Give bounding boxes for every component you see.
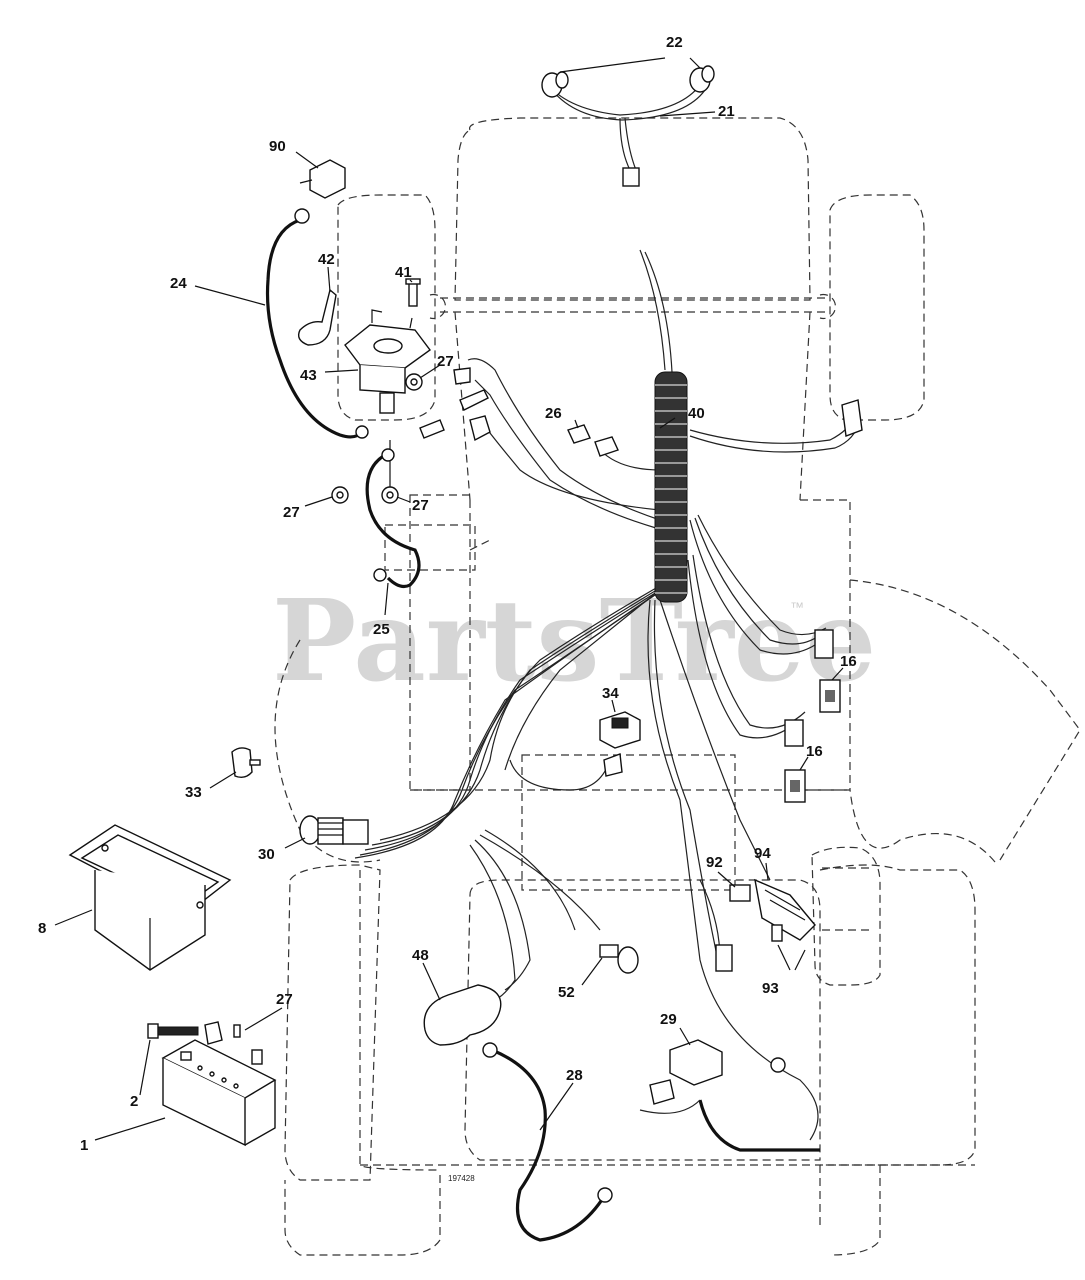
- cable-24-eyelet-lower: [355, 425, 369, 439]
- callout-22: 22: [666, 34, 683, 51]
- callout-26: 26: [545, 405, 562, 422]
- headlight-connector: [622, 167, 640, 187]
- bolt-41: [405, 278, 421, 307]
- nut-27-lower-right-hole: [386, 491, 394, 499]
- headlight-right: [689, 65, 715, 93]
- callout-40: 40: [688, 405, 705, 422]
- callout-2: 2: [130, 1093, 138, 1110]
- switch-16-lower: [784, 719, 806, 803]
- cable-25-eyelet-top: [381, 448, 395, 462]
- callout-29: 29: [660, 1011, 677, 1028]
- solenoid-43: [344, 309, 431, 414]
- callout-27-upper: 27: [437, 353, 454, 370]
- callout-48: 48: [412, 947, 429, 964]
- headlight-left: [541, 71, 569, 98]
- cable-25: [365, 453, 421, 589]
- cable-28-eyelet-top: [482, 1042, 498, 1058]
- fuse-holder: [459, 389, 489, 411]
- cable-24-eyelet: [294, 208, 310, 224]
- relay-part-90: [299, 159, 346, 199]
- ignition-key-33: [231, 747, 261, 779]
- battery-1: [161, 1039, 277, 1147]
- callout-8: 8: [38, 920, 46, 937]
- callout-27-battery: 27: [276, 991, 293, 1008]
- battery-box-8: [68, 824, 232, 971]
- cable-28-eyelet-bottom: [597, 1187, 613, 1203]
- boot-42: [297, 288, 337, 346]
- callout-94: 94: [754, 845, 771, 862]
- callout-28: 28: [566, 1067, 583, 1084]
- callout-16-lower: 16: [806, 743, 823, 760]
- callout-21: 21: [718, 103, 735, 120]
- callout-92: 92: [706, 854, 723, 871]
- connector-26: [567, 424, 619, 457]
- leader-lines: [54, 57, 844, 1141]
- callout-labels: 22 21 90 24 42 41 43 27 27 27 25 26 40 1…: [38, 34, 857, 1154]
- callout-1: 1: [80, 1137, 88, 1154]
- callout-25: 25: [373, 621, 390, 638]
- cable-24: [265, 218, 364, 439]
- callout-34: 34: [602, 685, 619, 702]
- terminal-27-battery: [204, 1021, 241, 1045]
- callout-52: 52: [558, 984, 575, 1001]
- nut-27-lower-left-hole: [336, 491, 344, 499]
- callout-90: 90: [269, 138, 286, 155]
- cable-25-eyelet-bottom: [373, 568, 387, 582]
- callout-16-upper: 16: [840, 653, 857, 670]
- callout-24: 24: [170, 275, 187, 292]
- callout-93: 93: [762, 980, 779, 997]
- tractor-outline: [274, 117, 1081, 1256]
- switch-94: [754, 878, 816, 942]
- callout-42: 42: [318, 251, 335, 268]
- bracket: [469, 415, 491, 442]
- cable-28: [491, 1048, 607, 1242]
- connector-92: [715, 884, 751, 972]
- terminal-27: [453, 367, 471, 385]
- ignition-switch-30: [299, 815, 369, 845]
- wire-conduit: [654, 371, 688, 603]
- right-connector: [841, 399, 863, 437]
- nut-27-upper-hole: [410, 378, 418, 386]
- callout-27-left: 27: [283, 504, 300, 521]
- drawing-number: 197428: [448, 1174, 475, 1183]
- module-29: [649, 1039, 786, 1105]
- callout-43: 43: [300, 367, 317, 384]
- boot-48: [423, 984, 502, 1046]
- switch-16-upper: [814, 629, 841, 713]
- harness-wires: [354, 84, 861, 1152]
- fuse-52: [599, 944, 639, 974]
- switch-34: [599, 711, 641, 777]
- bolt-2: [147, 1023, 199, 1039]
- callout-33: 33: [185, 784, 202, 801]
- connector-plug: [419, 419, 445, 439]
- callout-41: 41: [395, 264, 412, 281]
- trademark: ™: [790, 599, 804, 615]
- callout-27-right: 27: [412, 497, 429, 514]
- callout-30: 30: [258, 846, 275, 863]
